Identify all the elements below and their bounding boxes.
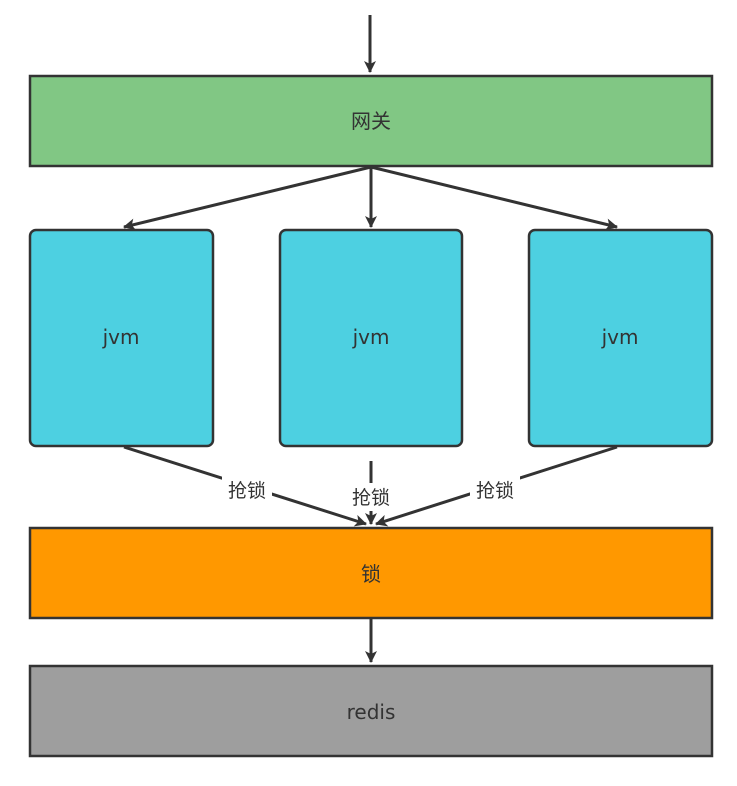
edge-label-center: 抢锁 <box>346 483 396 511</box>
gateway-label: 网关 <box>351 109 391 133</box>
redis-label: redis <box>347 700 396 724</box>
lock-label: 锁 <box>361 562 381 586</box>
lock-box <box>28 526 714 620</box>
jvm-center-box <box>278 228 464 448</box>
redis-node: redis <box>28 664 714 758</box>
jvm-node-left: jvm <box>28 228 215 448</box>
jvm-left-label: jvm <box>102 325 140 349</box>
edge-label-left: 抢锁 <box>222 476 272 504</box>
edge-label-right-text: 抢锁 <box>476 480 514 502</box>
jvm-node-center: jvm <box>278 228 464 448</box>
jvm-right-box <box>527 228 714 448</box>
gateway-box <box>28 74 714 168</box>
lock-node: 锁 <box>28 526 714 620</box>
jvm-left-box <box>28 228 215 448</box>
edge-gateway-to-jvm-right <box>370 165 618 231</box>
gateway-node: 网关 <box>28 74 714 168</box>
jvm-center-label: jvm <box>352 325 390 349</box>
jvm-right-label: jvm <box>601 325 639 349</box>
edge-label-left-text: 抢锁 <box>228 480 266 502</box>
edge-label-center-text: 抢锁 <box>352 487 390 509</box>
jvm-node-right: jvm <box>527 228 714 448</box>
redis-box <box>28 664 714 758</box>
edge-label-right: 抢锁 <box>470 476 520 504</box>
edge-gateway-to-jvm-left <box>123 165 372 231</box>
